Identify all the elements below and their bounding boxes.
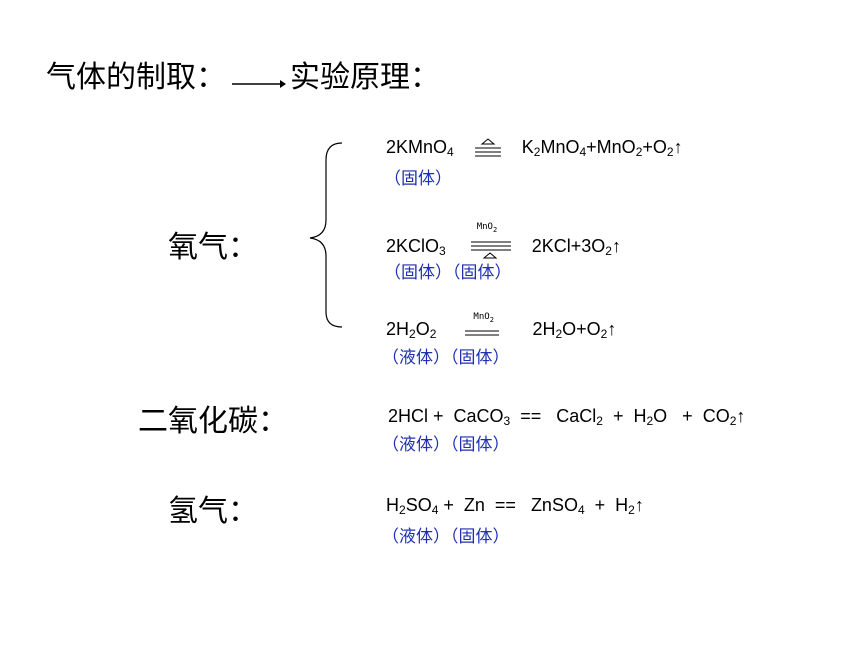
catalyst-heat-condition: MnO2 bbox=[461, 222, 521, 264]
oxygen-reaction-2: 2KClO3 MnO2 2KCl+3O2↑ bbox=[386, 222, 621, 264]
catalyst-condition: MnO2 bbox=[465, 312, 500, 336]
hydrogen-state: （液体）（固体） bbox=[382, 527, 510, 547]
curly-brace-icon bbox=[309, 142, 343, 328]
co2-label: 二氧化碳： bbox=[138, 404, 288, 439]
heat-condition-icon bbox=[465, 137, 511, 159]
title-right: 实验原理： bbox=[290, 60, 440, 95]
oxygen-label: 氧气： bbox=[168, 230, 258, 265]
hydrogen-label: 氢气： bbox=[168, 494, 258, 529]
co2-state: （液体）（固体） bbox=[382, 435, 510, 455]
oxygen-reaction-2-state: （固体）（固体） bbox=[384, 263, 512, 283]
oxygen-reaction-1-state: （固体） bbox=[384, 169, 452, 189]
oxygen-reaction-3: 2H2O2 MnO2 2H2O+O2↑ bbox=[386, 312, 617, 341]
right-arrow-icon bbox=[230, 64, 286, 94]
page-title: 气体的制取： 实验原理： bbox=[46, 52, 440, 96]
title-left: 气体的制取： bbox=[46, 60, 226, 95]
oxygen-reaction-1: 2KMnO4 K2MnO4+MnO2+O2↑ bbox=[386, 137, 683, 159]
oxygen-reaction-3-state: （液体）（固体） bbox=[382, 348, 510, 368]
hydrogen-equation: H2SO4 + Zn == ZnSO4 + H2↑ bbox=[386, 495, 644, 517]
co2-equation: 2HCl + CaCO3 == CaCl2 + H2O + CO2↑ bbox=[388, 406, 746, 428]
